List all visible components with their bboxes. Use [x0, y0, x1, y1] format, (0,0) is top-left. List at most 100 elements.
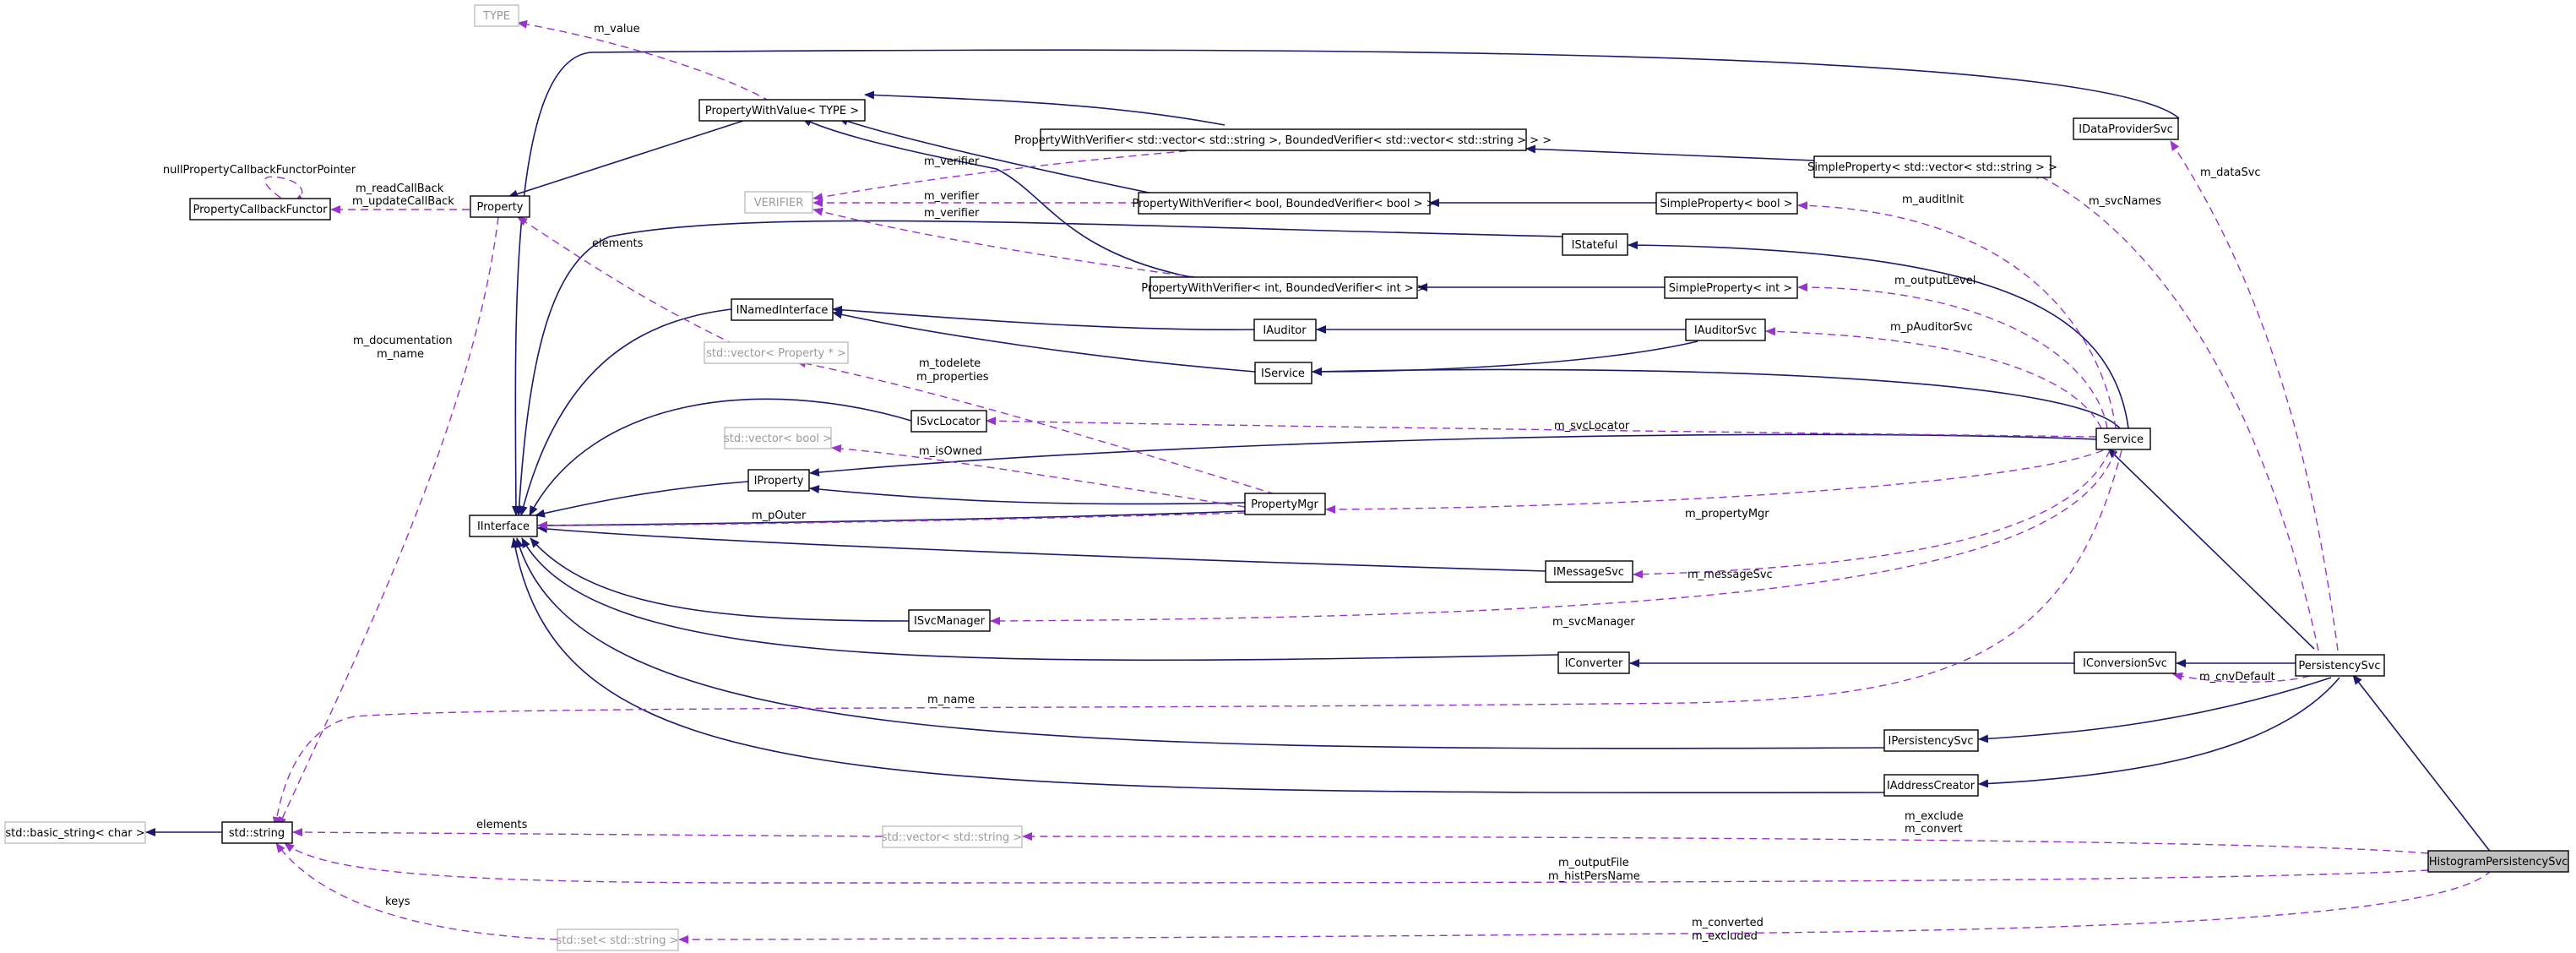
node-iconversionsvc[interactable]: IConversionSvc [2073, 651, 2177, 674]
edge-use-string-elements [292, 828, 883, 837]
svg-text:IDataProviderSvc: IDataProviderSvc [2079, 123, 2173, 136]
edge-service-to-istateful [1628, 241, 2129, 429]
svg-text:PropertyWithVerifier< bool, Bo: PropertyWithVerifier< bool, BoundedVerif… [1132, 198, 1435, 210]
edge-use-vec-string [1022, 832, 2429, 854]
svg-text:std::basic_string< char >: std::basic_string< char > [5, 827, 144, 840]
svg-text:TYPE: TYPE [482, 10, 510, 23]
svg-text:std::set< std::string >: std::set< std::string > [557, 934, 679, 947]
svg-text:ISvcLocator: ISvcLocator [916, 416, 981, 428]
edge-service-to-iproperty [809, 433, 2097, 476]
edge-use-iinterface-pouter [537, 512, 1246, 530]
node-service[interactable]: Service [2095, 427, 2151, 450]
label-m-todelete: m_todelete [919, 357, 981, 370]
node-propertywithverifier-bool[interactable]: PropertyWithVerifier< bool, BoundedVerif… [1132, 192, 1436, 215]
label-m-histpersname: m_histPersName [1548, 870, 1640, 883]
node-isvclocator[interactable]: ISvcLocator [910, 410, 987, 433]
edge-use-string-keys [275, 842, 558, 940]
svg-text:IMessageSvc: IMessageSvc [1553, 566, 1624, 579]
node-iinterface[interactable]: IInterface [469, 515, 538, 537]
node-propertycallbackfunctor[interactable]: PropertyCallbackFunctor [189, 198, 331, 221]
node-type[interactable]: TYPE [474, 4, 519, 27]
edge-iauditor-to-inamedinterface [832, 305, 1255, 330]
label-m-isowned: m_isOwned [919, 445, 982, 458]
node-istateful[interactable]: IStateful [1562, 233, 1628, 256]
edge-use-isvclocator [986, 417, 2097, 438]
edge-pwv-int-to-pwv-type [802, 117, 1200, 280]
edge-use-iconversionsvc [2172, 672, 2311, 683]
edge-inamedinterface-to-iinterface [519, 308, 732, 516]
label-m-svclocator: m_svcLocator [1554, 420, 1630, 433]
edge-pwv-vecstr-to-pwv-type [864, 90, 1226, 126]
svg-text:IAddressCreator: IAddressCreator [1887, 780, 1975, 792]
edge-use-isvcmanager [990, 449, 2117, 625]
node-simpleproperty-int[interactable]: SimpleProperty< int > [1664, 276, 1798, 299]
label-m-cnvdefault: m_cnvDefault [2199, 671, 2275, 683]
edge-propertymgr-to-iproperty [809, 485, 1246, 505]
svg-text:HistogramPersistencySvc: HistogramPersistencySvc [2429, 856, 2568, 869]
label-m-datasvc: m_dataSvc [2200, 166, 2261, 179]
node-iauditor[interactable]: IAuditor [1253, 319, 1317, 341]
node-iservice[interactable]: IService [1254, 362, 1312, 384]
edge-use-iauditorsvc [1765, 327, 2102, 429]
node-inamedinterface[interactable]: INamedInterface [731, 298, 834, 321]
node-vector-bool[interactable]: std::vector< bool > [724, 427, 832, 449]
label-m-outputfile: m_outputFile [1558, 857, 1629, 869]
edge-use-propertymgr [1325, 449, 2104, 514]
label-m-documentation: m_documentation [353, 335, 453, 347]
label-m-verifier-2: m_verifier [924, 190, 980, 203]
edge-iaddresscreator-to-iinterface [510, 537, 1885, 794]
svg-text:std::string: std::string [229, 827, 285, 840]
svg-text:IService: IService [1261, 368, 1305, 380]
node-simpleproperty-vecstr[interactable]: SimpleProperty< std::vector< std::string… [1807, 155, 2057, 178]
node-simpleproperty-bool[interactable]: SimpleProperty< bool > [1655, 192, 1798, 215]
node-persistencysvc[interactable]: PersistencySvc [2295, 654, 2385, 677]
label-m-pauditorsvc: m_pAuditorSvc [1890, 321, 1973, 334]
label-m-convert: m_convert [1905, 823, 1963, 836]
node-ipersistencysvc[interactable]: IPersistencySvc [1883, 729, 1979, 752]
node-isvcmanager[interactable]: ISvcManager [908, 609, 991, 632]
node-vector-string[interactable]: std::vector< std::string > [882, 825, 1023, 848]
node-propertymgr[interactable]: PropertyMgr [1244, 493, 1326, 515]
label-m-verifier-1: m_verifier [924, 155, 980, 168]
edge-use-imessagesvc [1633, 449, 2111, 579]
svg-text:PersistencySvc: PersistencySvc [2298, 660, 2380, 673]
node-iproperty[interactable]: IProperty [747, 469, 810, 492]
node-propertywithvalue-type[interactable]: PropertyWithValue< TYPE > [698, 99, 866, 122]
node-std-string[interactable]: std::string [221, 821, 293, 844]
node-histogrampersistencysvc[interactable]: HistogramPersistencySvc [2427, 850, 2569, 873]
svg-text:PropertyCallbackFunctor: PropertyCallbackFunctor [193, 204, 329, 216]
node-set-string[interactable]: std::set< std::string > [557, 928, 679, 951]
node-property[interactable]: Property [470, 195, 530, 218]
label-m-readcallback: m_readCallBack [356, 182, 444, 195]
edge-use-type [517, 19, 771, 102]
edge-istateful-to-iinterface [514, 220, 1563, 516]
node-verifier[interactable]: VERIFIER [744, 191, 813, 214]
svg-text:SimpleProperty< std::vector< s: SimpleProperty< std::vector< std::string… [1807, 161, 2057, 174]
node-null-pcf-pointer[interactable]: nullPropertyCallbackFunctorPointer [163, 164, 356, 177]
svg-text:std::vector< std::string >: std::vector< std::string > [882, 831, 1022, 844]
svg-text:Property: Property [476, 201, 523, 214]
edge-service-to-iservice [1312, 367, 2121, 429]
label-m-converted: m_converted [1692, 917, 1764, 929]
svg-text:std::vector< Property * >: std::vector< Property * > [706, 347, 846, 360]
edge-pwv-bool-to-pwv-type [838, 117, 1158, 195]
edge-use-simpleprop-bool [1797, 201, 2117, 429]
node-vector-property-ptr[interactable]: std::vector< Property * > [704, 341, 849, 364]
node-propertywithverifier-vecstr[interactable]: PropertyWithVerifier< std::vector< std::… [1014, 128, 1552, 151]
edge-persistencysvc-to-service [2107, 448, 2315, 650]
edge-use-simpleprop-int [1797, 283, 2108, 429]
node-propertywithverifier-int[interactable]: PropertyWithVerifier< int, BoundedVerifi… [1141, 276, 1427, 299]
edge-imessagesvc-to-iinterface [537, 525, 1546, 572]
node-iauditorsvc[interactable]: IAuditorSvc [1685, 319, 1766, 341]
node-imessagesvc[interactable]: IMessageSvc [1545, 560, 1633, 583]
label-m-pouter: m_pOuter [752, 509, 807, 522]
label-m-excluded: m_excluded [1692, 930, 1758, 943]
edge-persistencysvc-to-iaddresscreator [1978, 677, 2340, 788]
node-iaddresscreator[interactable]: IAddressCreator [1883, 774, 1979, 797]
edge-use-vec-bool [831, 444, 1246, 508]
node-iconverter[interactable]: IConverter [1557, 651, 1630, 674]
node-std-basic-string[interactable]: std::basic_string< char > [4, 821, 146, 844]
svg-text:IAuditor: IAuditor [1263, 324, 1307, 337]
node-idataprovidersvc[interactable]: IDataProviderSvc [2073, 117, 2179, 140]
